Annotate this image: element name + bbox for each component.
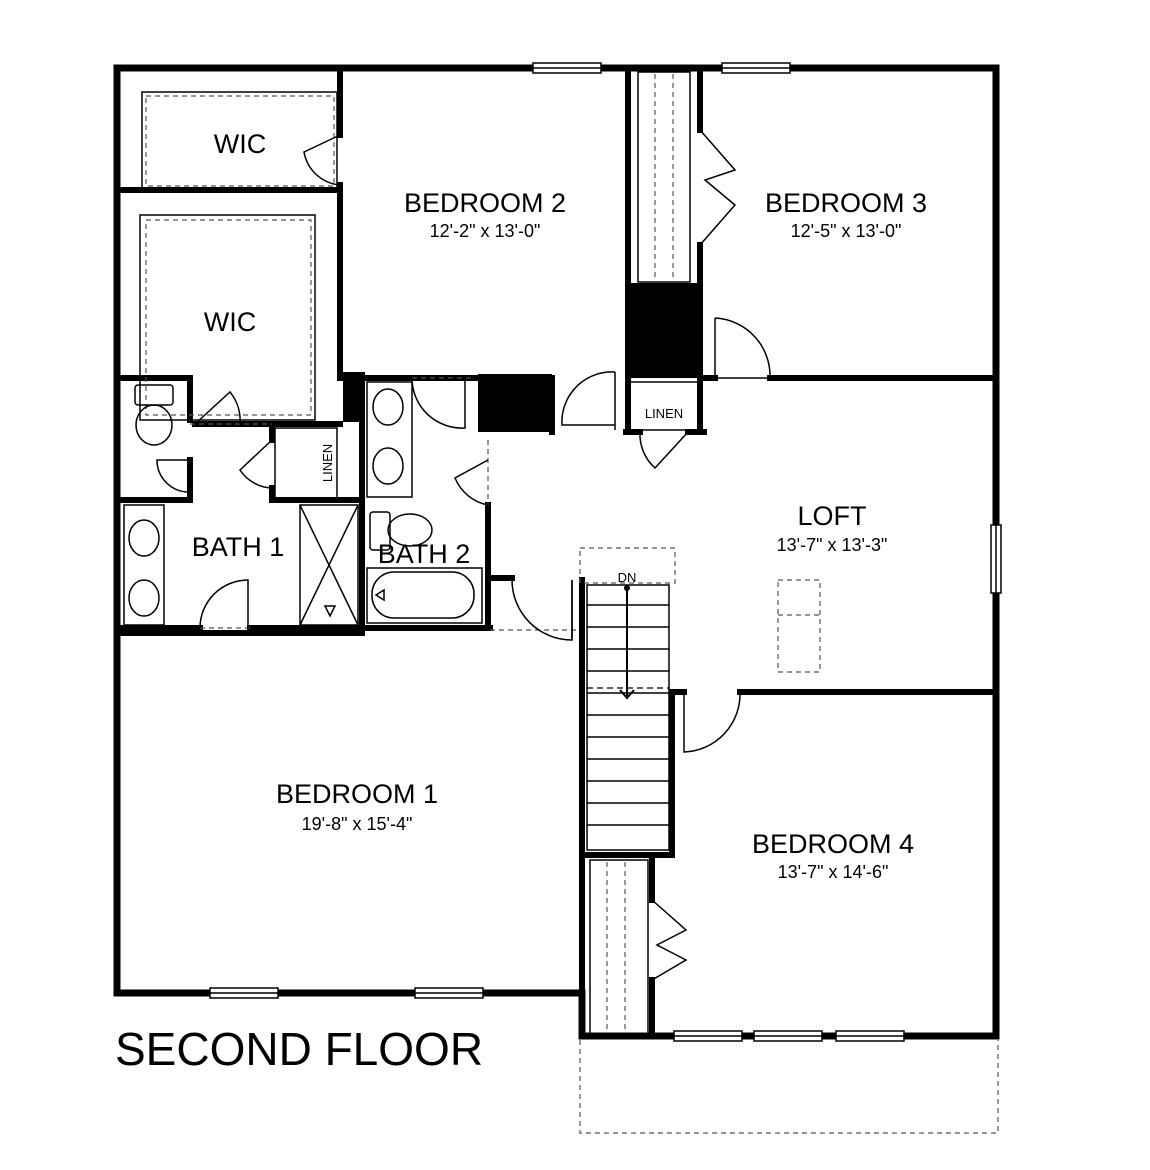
doors	[156, 129, 771, 981]
room-dims-bedroom-4: 13'-7" x 14'-6"	[778, 862, 889, 882]
stairs-down-label: DN	[618, 570, 637, 585]
room-label-bath-2: BATH 2	[378, 539, 471, 569]
staircase	[579, 547, 676, 851]
room-label-bedroom-3: BEDROOM 3	[765, 188, 927, 218]
room-dims-bedroom-2: 12'-2" x 13'-0"	[430, 221, 541, 241]
interior-walls	[114, 65, 999, 1039]
room-dims-bedroom-1: 19'-8" x 15'-4"	[302, 814, 413, 834]
room-label-bedroom-2: BEDROOM 2	[404, 188, 566, 218]
room-dims-bedroom-3: 12'-5" x 13'-0"	[791, 221, 902, 241]
fixture-outlines	[123, 71, 999, 1134]
room-label-bedroom-1: BEDROOM 1	[276, 779, 438, 809]
floor-title: SECOND FLOOR	[115, 1023, 483, 1075]
linen-label-bath: LINEN	[320, 444, 335, 482]
room-label-bedroom-4: BEDROOM 4	[752, 829, 914, 859]
room-label-loft: LOFT	[797, 501, 866, 531]
room-label-wic-upper: WIC	[214, 129, 266, 159]
windows	[209, 62, 1002, 1042]
room-label-bath-1: BATH 1	[192, 532, 285, 562]
linen-label-loft: LINEN	[645, 406, 683, 421]
room-label-wic-lower: WIC	[204, 307, 256, 337]
room-dims-loft: 13'-7" x 13'-3"	[777, 535, 888, 555]
